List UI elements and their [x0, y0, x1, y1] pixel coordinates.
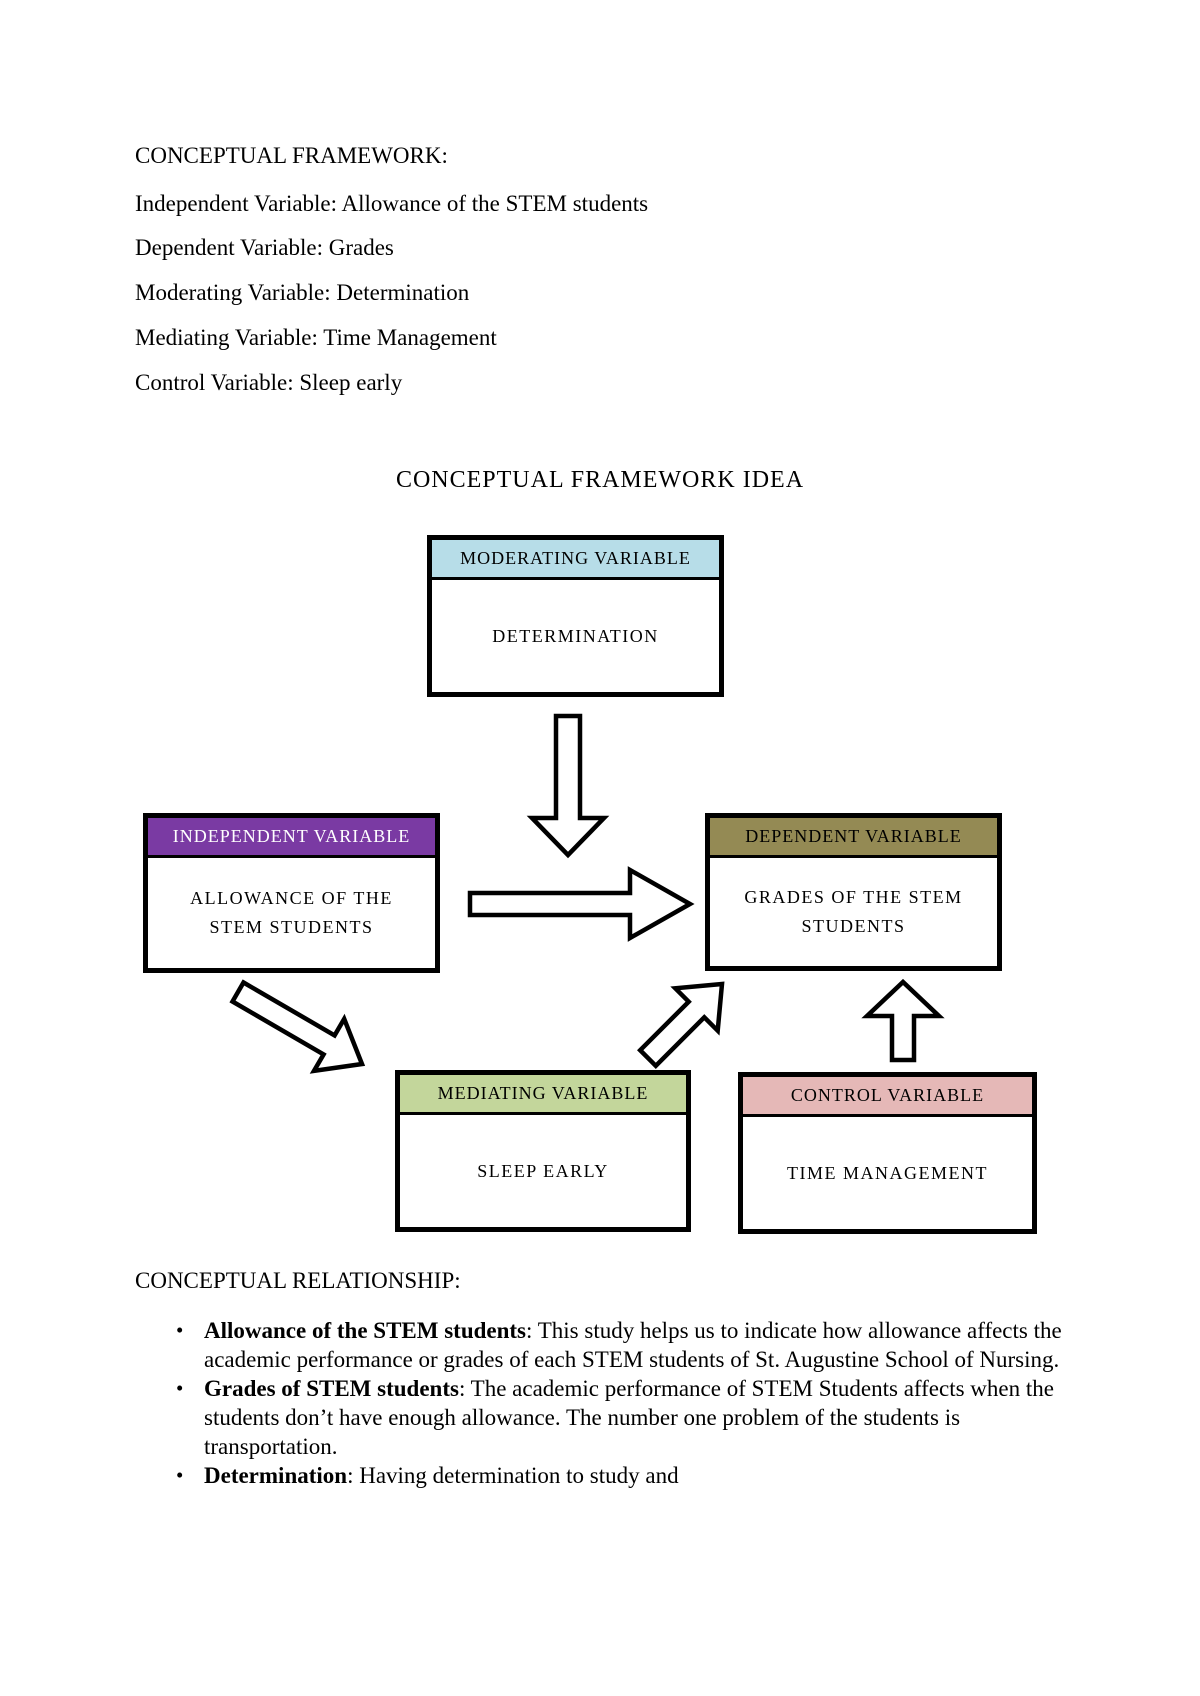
box-control-label: CONTROL VARIABLE	[790, 1085, 985, 1105]
box-moderating-header: MODERATING VARIABLE	[432, 540, 719, 580]
arrow-diagonal-down-right-icon	[229, 979, 366, 1074]
bullet-line: Determination: Having determination to s…	[204, 1463, 679, 1488]
variable-line-independent: Independent Variable: Allowance of the S…	[135, 191, 649, 216]
variable-line-dependent: Dependent Variable: Grades	[135, 235, 394, 260]
box-mediating-variable: MEDIATING VARIABLE SLEEP EARLY	[395, 1070, 691, 1232]
relationship-bullet-list: • Allowance of the STEM students: This s…	[176, 1316, 1062, 1490]
box-control-variable: CONTROL VARIABLE TIME MANAGEMENT	[738, 1072, 1037, 1234]
bullet-dot-icon: •	[176, 1376, 184, 1400]
box-independent-value: ALLOWANCE OF THE STEM STUDENTS	[190, 888, 393, 937]
bullet-line: Allowance of the STEM students: This stu…	[204, 1318, 1062, 1343]
bullet-item-allowance: • Allowance of the STEM students: This s…	[176, 1316, 1062, 1374]
arrow-right-icon	[467, 866, 695, 942]
variable-line-mediating: Mediating Variable: Time Management	[135, 325, 497, 350]
variable-line-moderating: Moderating Variable: Determination	[135, 280, 470, 305]
bullet-line: students don’t have enough allowance. Th…	[204, 1405, 961, 1430]
arrow-down-icon	[526, 713, 610, 859]
box-mediating-label: MEDIATING VARIABLE	[437, 1083, 649, 1103]
bullet-line: Grades of STEM students: The academic pe…	[204, 1376, 1054, 1401]
bullet-item-grades: • Grades of STEM students: The academic …	[176, 1374, 1062, 1461]
box-moderating-value: DETERMINATION	[492, 625, 659, 646]
arrow-diagonal-up-right-icon	[637, 981, 725, 1069]
box-dependent-label: DEPENDENT VARIABLE	[745, 826, 962, 846]
box-independent-label: INDEPENDENT VARIABLE	[172, 826, 411, 846]
box-mediating-value: SLEEP EARLY	[477, 1160, 609, 1181]
bullet-item-determination: • Determination: Having determination to…	[176, 1461, 1062, 1490]
relationship-heading: CONCEPTUAL RELATIONSHIP:	[135, 1268, 461, 1293]
box-dependent-header: DEPENDENT VARIABLE	[710, 818, 997, 858]
arrow-up-icon	[861, 978, 945, 1063]
box-moderating-variable: MODERATING VARIABLE DETERMINATION	[427, 535, 724, 697]
box-independent-header: INDEPENDENT VARIABLE	[148, 818, 435, 858]
framework-heading: CONCEPTUAL FRAMEWORK:	[135, 143, 448, 168]
bullet-dot-icon: •	[176, 1463, 184, 1487]
box-mediating-header: MEDIATING VARIABLE	[400, 1075, 686, 1115]
box-control-value: TIME MANAGEMENT	[787, 1162, 988, 1183]
box-dependent-value: GRADES OF THE STEM STUDENTS	[744, 887, 963, 936]
box-dependent-variable: DEPENDENT VARIABLE GRADES OF THE STEM ST…	[705, 813, 1002, 971]
bullet-line: transportation.	[204, 1434, 338, 1459]
box-control-header: CONTROL VARIABLE	[743, 1077, 1032, 1117]
diagram-title: CONCEPTUAL FRAMEWORK IDEA	[395, 467, 805, 493]
variable-line-control: Control Variable: Sleep early	[135, 370, 403, 395]
box-moderating-label: MODERATING VARIABLE	[460, 548, 691, 568]
box-independent-variable: INDEPENDENT VARIABLE ALLOWANCE OF THE ST…	[143, 813, 440, 973]
bullet-dot-icon: •	[176, 1318, 184, 1342]
bullet-line: academic performance or grades of each S…	[204, 1347, 1060, 1372]
